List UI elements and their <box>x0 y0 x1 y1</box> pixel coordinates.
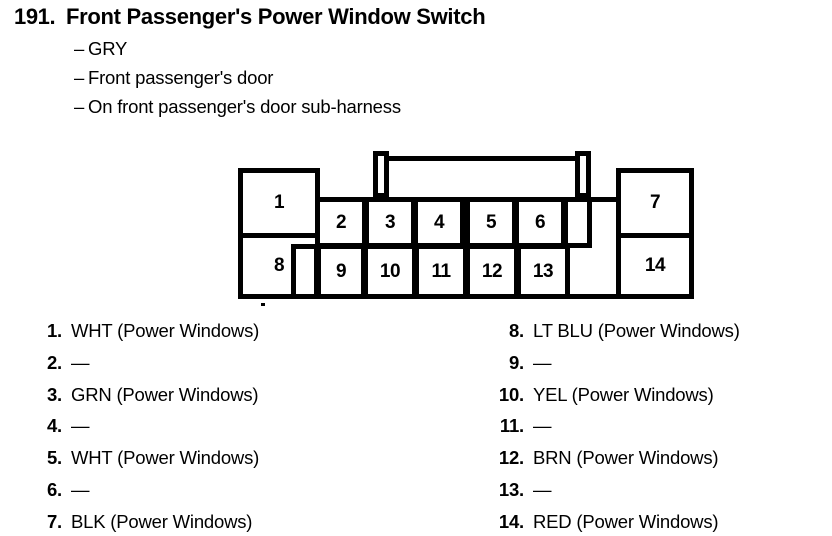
connector-pin-6: 6 <box>514 197 566 248</box>
pin-legend-item: 9. — <box>486 351 552 374</box>
pin-legend-item: 13. — <box>486 479 552 501</box>
pin-legend-number: 3. <box>46 383 62 405</box>
dash-bullet-icon: – <box>74 38 85 59</box>
pin-legend-number: 11. <box>499 415 524 437</box>
pin-legend-number: 14. <box>498 510 524 532</box>
pin-legend-number: 10. <box>498 383 524 405</box>
pin-legend-number: 1. <box>46 320 62 341</box>
pin-legend-item: 10. YEL (Power Windows) <box>486 384 714 406</box>
pin-legend-value: — <box>533 479 552 500</box>
pin-legend-value: YEL (Power Windows) <box>533 383 714 405</box>
connector-pin-10: 10 <box>363 244 417 299</box>
detail-line-text: Front passenger's door <box>88 67 274 88</box>
pin-legend-number: 6. <box>46 479 62 500</box>
pin-legend-value: BLK (Power Windows) <box>71 510 253 532</box>
pin-legend-item: 8. LT BLU (Power Windows) <box>486 320 740 342</box>
pin-legend-number: 4. <box>46 415 62 437</box>
pin-legend-value: BRN (Power Windows) <box>533 447 719 469</box>
detail-line-text: On front passenger's door sub-harness <box>88 96 401 117</box>
pin-legend-item: 5. WHT (Power Windows) <box>24 447 259 469</box>
connector-pin-2: 2 <box>315 197 367 248</box>
print-speck <box>261 303 265 306</box>
pin-legend-number: 2. <box>46 351 62 373</box>
pin-legend-item: 3. GRN (Power Windows) <box>24 383 259 406</box>
connector-pin-13: 13 <box>516 244 570 299</box>
detail-line-location: –Front passenger's door <box>74 67 273 89</box>
pin-legend-item: 14. RED (Power Windows) <box>486 510 719 533</box>
connector-pin-11: 11 <box>414 244 468 299</box>
pin-legend-value: — <box>71 415 90 437</box>
pin-legend-item: 12. BRN (Power Windows) <box>486 447 719 469</box>
connector-locking-tab-right <box>575 151 591 198</box>
pin-legend-value: — <box>533 415 552 437</box>
pin-legend-number: 7. <box>46 510 62 532</box>
connector-pin-5: 5 <box>465 197 517 248</box>
pin-legend-value: WHT (Power Windows) <box>71 320 260 341</box>
connector-pin-9: 9 <box>316 244 366 299</box>
connector-pin-3: 3 <box>364 197 416 248</box>
pin-legend-value: GRN (Power Windows) <box>71 383 259 405</box>
entry-title: Front Passenger's Power Window Switch <box>66 4 486 29</box>
dash-bullet-icon: – <box>74 67 85 88</box>
connector-pin-4: 4 <box>413 197 465 248</box>
pin-legend-number: 12. <box>498 447 524 469</box>
connector-pin-7: 7 <box>616 168 694 238</box>
pin-legend-item: 7. BLK (Power Windows) <box>24 511 252 533</box>
connector-cavity-blank-lower <box>291 244 319 299</box>
page-title: 191. Front Passenger's Power Window Swit… <box>14 4 486 30</box>
pin-legend-number: 13. <box>498 479 524 500</box>
pin-legend-number: 9. <box>508 351 524 373</box>
pin-legend-value: LT BLU (Power Windows) <box>533 320 740 341</box>
connector-locking-tab-left <box>373 151 389 198</box>
connector-pin-12: 12 <box>465 244 519 299</box>
connector-pin-1: 1 <box>238 168 320 238</box>
connector-diagram: 1 8 2 3 4 5 6 9 10 11 12 13 7 14 <box>238 146 698 301</box>
pin-legend-value: — <box>533 351 552 373</box>
pin-legend-item: 4. — <box>24 415 90 437</box>
connector-pin-14: 14 <box>616 233 694 299</box>
pin-legend-item: 11. — <box>486 415 552 437</box>
pin-legend-item: 1. WHT (Power Windows) <box>24 320 259 342</box>
entry-number: 191. <box>14 4 56 29</box>
pin-legend-item: 2. — <box>24 351 90 374</box>
detail-line-harness: –On front passenger's door sub-harness <box>74 96 401 118</box>
pin-legend-value: — <box>71 479 90 500</box>
pin-legend-number: 8. <box>508 320 524 341</box>
dash-bullet-icon: – <box>74 96 85 117</box>
detail-line-color: –GRY <box>74 38 127 60</box>
pin-legend-value: RED (Power Windows) <box>533 510 719 532</box>
connector-latch-bar <box>378 156 586 200</box>
pin-legend-value: WHT (Power Windows) <box>71 447 260 469</box>
pin-legend: 1. WHT (Power Windows) 2. — 3. GRN (Power Win… <box>0 320 832 536</box>
detail-line-text: GRY <box>88 38 128 59</box>
pin-legend-number: 5. <box>46 447 62 469</box>
pin-legend-value: — <box>71 351 90 373</box>
connector-cavity-blank-upper <box>563 197 592 248</box>
pin-legend-item: 6. — <box>24 479 90 501</box>
